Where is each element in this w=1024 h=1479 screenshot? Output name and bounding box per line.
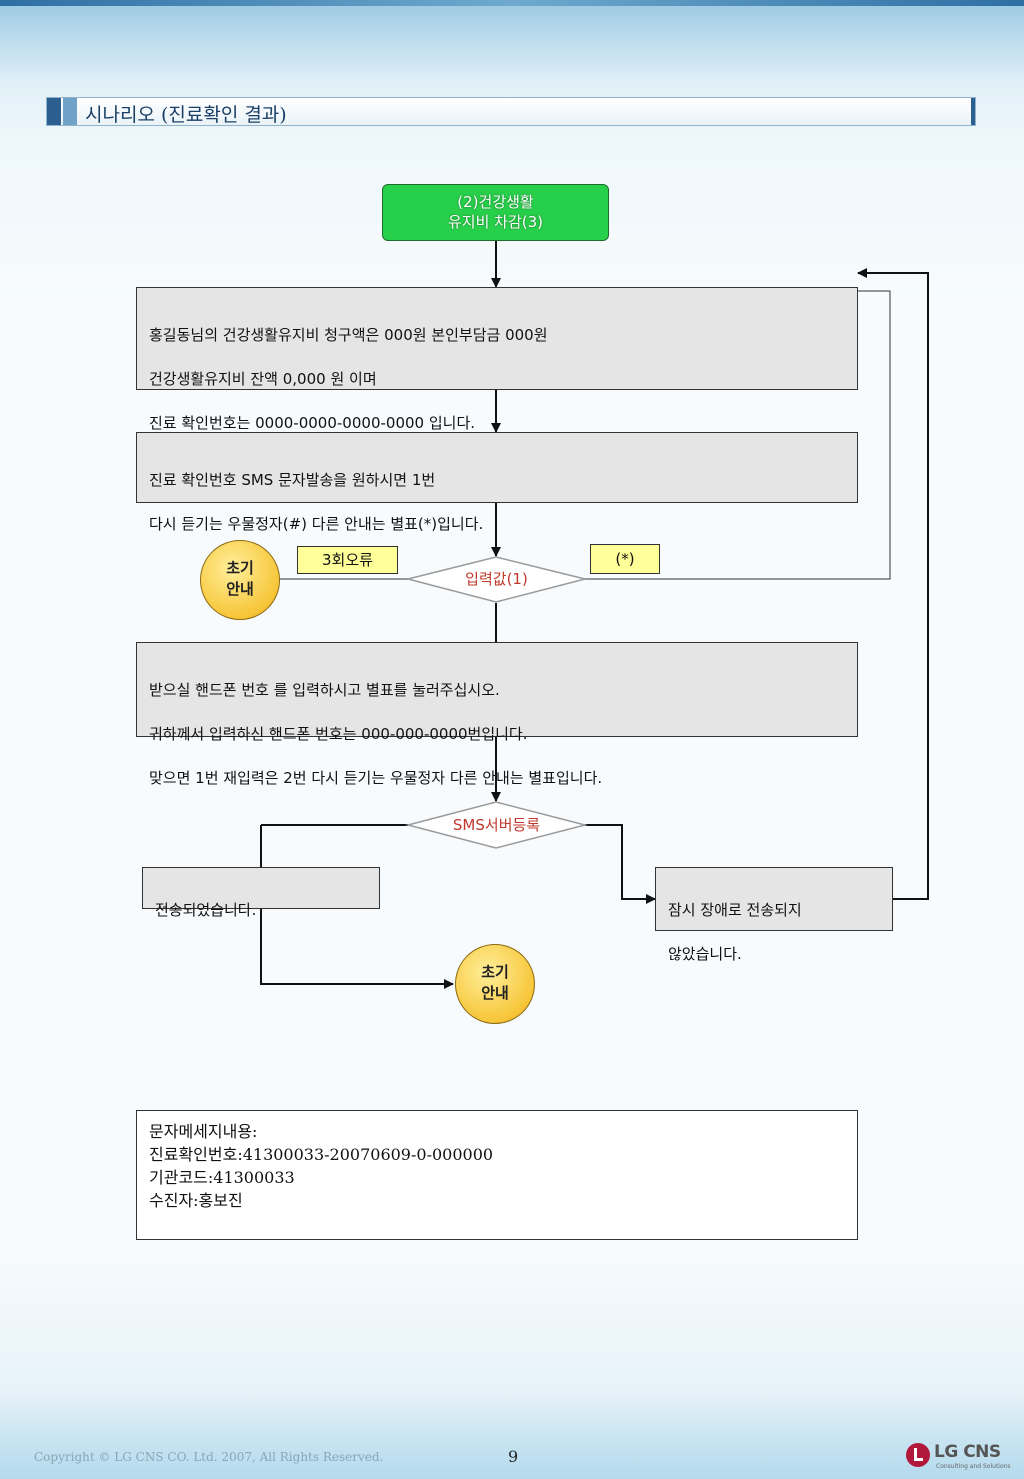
phone-input-box: 받으실 핸드폰 번호 를 입력하시고 별표를 눌러주십시오. 귀하께서 입력하신… xyxy=(136,642,858,787)
top-accent-bar xyxy=(0,0,1024,6)
start-node: (2)건강생활 유지비 차감(3) xyxy=(382,184,609,241)
title-accent-light xyxy=(63,98,77,125)
box3-line-2: 귀하께서 입력하신 핸드폰 번호는 000-000-0000번입니다. xyxy=(149,725,528,743)
sms-line-3: 기관코드:41300033 xyxy=(149,1168,295,1187)
sent-success-box: 전송되었습니다. xyxy=(142,867,380,919)
copyright-text: Copyright © LG CNS CO. Ltd. 2007, All Ri… xyxy=(34,1450,384,1464)
sent-box-text: 전송되었습니다. xyxy=(155,901,257,919)
sms-option-box: 진료 확인번호 SMS 문자발송을 원하시면 1번 다시 듣기는 우물정자(#)… xyxy=(136,432,858,533)
initial-guide-1-line-2: 안내 xyxy=(226,580,254,598)
page-title: 시나리오 (진료확인 결과) xyxy=(85,104,287,126)
star-key-note: (*) xyxy=(590,544,660,574)
balance-announcement-box: 홍길동님의 건강생활유지비 청구액은 000원 본인부담금 000원 건강생활유… xyxy=(136,287,858,432)
line-decision1-star-branch xyxy=(585,290,891,580)
decision1-label: 입력값(1) xyxy=(465,570,528,588)
logo-name: LG CNS xyxy=(934,1442,1001,1462)
box2-line-2: 다시 듣기는 우물정자(#) 다른 안내는 별표(*)입니다. xyxy=(149,515,484,533)
box1-line-2: 건강생활유지비 잔액 0,000 원 이며 xyxy=(149,370,377,388)
sms-line-1: 문자메세지내용: xyxy=(149,1122,258,1141)
logo-subtext: Consulting and Solutions xyxy=(936,1463,1011,1470)
sms-line-2: 진료확인번호:41300033-20070609-0-000000 xyxy=(149,1145,494,1164)
error-count-note: 3회오류 xyxy=(297,546,398,574)
start-line-1: (2)건강생활 xyxy=(457,193,534,211)
sms-message-content-box: 문자메세지내용: 진료확인번호:41300033-20070609-0-0000… xyxy=(136,1110,858,1240)
initial-guide-2-line-1: 초기 xyxy=(481,963,509,981)
initial-guide-node-1: 초기 안내 xyxy=(200,540,280,620)
fail-box-line-1: 잠시 장애로 전송되지 xyxy=(668,901,802,919)
arrow-sent-to-initial-guide xyxy=(260,909,454,989)
lg-cns-logo: LG CNS Consulting and Solutions xyxy=(906,1441,1011,1473)
title-accent-dark xyxy=(47,98,61,125)
title-endcap xyxy=(971,98,975,125)
arrow-decision2-to-fail xyxy=(585,824,656,904)
page-number: 9 xyxy=(508,1447,519,1466)
start-line-2: 유지비 차감(3) xyxy=(447,213,544,231)
initial-guide-1-line-1: 초기 xyxy=(226,559,254,577)
footer-decoration xyxy=(0,1395,1024,1479)
fail-box-line-2: 않았습니다. xyxy=(668,945,742,963)
box3-line-3: 맞으면 1번 재입력은 2번 다시 듣기는 우물정자 다른 안내는 별표입니다. xyxy=(149,769,603,787)
decision2-diamond xyxy=(405,801,588,849)
header-band xyxy=(0,6,1024,82)
box3-line-1: 받으실 핸드폰 번호 를 입력하시고 별표를 눌러주십시오. xyxy=(149,681,500,699)
lg-logo-icon xyxy=(906,1443,930,1467)
decision2-label: SMS서버등록 xyxy=(452,816,541,834)
initial-guide-node-2: 초기 안내 xyxy=(455,944,535,1024)
box1-line-1: 홍길동님의 건강생활유지비 청구액은 000원 본인부담금 000원 xyxy=(149,326,548,344)
initial-guide-2-line-2: 안내 xyxy=(481,984,509,1002)
sent-failure-box: 잠시 장애로 전송되지 않았습니다. xyxy=(655,867,893,963)
box2-line-1: 진료 확인번호 SMS 문자발송을 원하시면 1번 xyxy=(149,471,436,489)
arrow-fail-loop-back xyxy=(857,268,929,900)
box1-line-3: 진료 확인번호는 0000-0000-0000-0000 입니다. xyxy=(149,414,476,432)
title-bar: 시나리오 (진료확인 결과) xyxy=(46,97,976,126)
decision1-diamond xyxy=(407,556,586,603)
sms-line-4: 수진자:홍보진 xyxy=(149,1191,243,1210)
